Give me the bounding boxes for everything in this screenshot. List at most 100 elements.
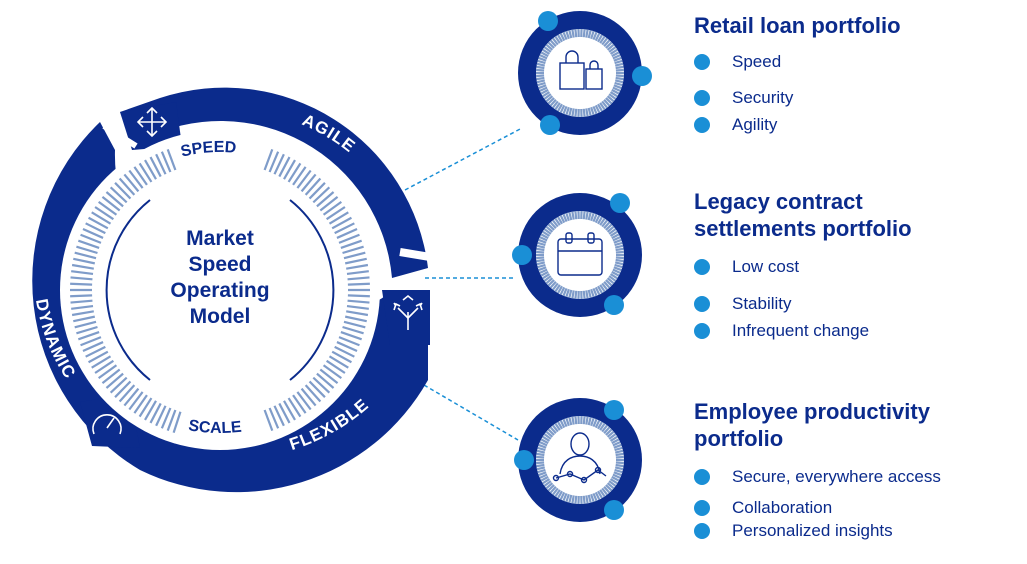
stripe — [263, 409, 274, 431]
stripe — [539, 54, 548, 60]
portfolio-bullets: Speed Security Agility — [694, 51, 1004, 136]
stripe — [540, 51, 549, 58]
stripe — [554, 489, 561, 498]
stripe — [312, 186, 331, 204]
stripe — [594, 32, 601, 42]
stripe — [536, 461, 545, 465]
portfolio-legacy: Legacy contract settlements portfolio Lo… — [694, 188, 984, 342]
stripe — [144, 159, 157, 180]
stripe — [606, 43, 615, 51]
stripe — [540, 475, 549, 482]
stripe — [292, 394, 307, 414]
stripe — [614, 263, 623, 269]
stripe — [536, 452, 545, 457]
stripe — [608, 46, 617, 53]
stripe — [554, 284, 561, 293]
stripe — [292, 166, 307, 186]
stripe — [536, 261, 546, 266]
stripe — [334, 222, 355, 235]
stripe — [545, 95, 554, 103]
stripe — [574, 211, 578, 220]
stripe — [80, 233, 102, 244]
stripe — [571, 495, 575, 504]
stripe — [172, 411, 182, 433]
stripe — [536, 244, 546, 249]
stripe — [613, 56, 622, 62]
stripe — [549, 39, 557, 47]
stripe — [537, 241, 546, 247]
stripe — [597, 103, 603, 112]
stripe — [322, 364, 342, 380]
stripe — [585, 495, 589, 504]
stripe — [543, 93, 552, 100]
bullet-item: Stability — [694, 293, 984, 315]
stripe — [138, 397, 153, 418]
stripe — [599, 422, 606, 431]
stripe — [155, 153, 167, 175]
stripe — [149, 156, 162, 178]
stripe — [82, 341, 104, 353]
stripe — [597, 421, 603, 430]
stripe — [615, 452, 624, 457]
stripe — [543, 433, 552, 440]
stripe — [278, 156, 291, 178]
stripe — [568, 289, 573, 298]
stripe — [594, 419, 601, 429]
portfolio-title: Retail loan portfolio — [694, 13, 901, 38]
stripe — [319, 195, 339, 212]
stripe — [608, 228, 617, 235]
stripe — [611, 233, 620, 240]
stripe — [615, 65, 624, 70]
stripe — [543, 275, 552, 282]
stripe — [565, 106, 570, 116]
stripe — [565, 212, 570, 222]
stripe — [74, 251, 97, 260]
badge-stripe-ring — [536, 210, 624, 300]
stripe — [609, 48, 618, 55]
bullet-item: Security — [694, 87, 1004, 109]
stripe — [71, 304, 94, 310]
stripe — [613, 266, 622, 272]
stripe — [587, 289, 592, 298]
stripe — [545, 43, 554, 51]
stripe — [334, 345, 355, 358]
stripe — [547, 223, 555, 231]
stripe — [344, 315, 367, 323]
stripe — [601, 424, 608, 433]
stripe — [603, 99, 611, 107]
stripe — [612, 236, 621, 242]
stripe — [554, 217, 561, 226]
stripe — [74, 320, 97, 329]
stripe — [123, 173, 140, 193]
stripe — [590, 493, 595, 503]
stripe — [609, 91, 618, 98]
stripe — [109, 186, 128, 204]
stripe — [609, 478, 618, 485]
stripe — [615, 247, 624, 252]
stripe — [537, 446, 546, 452]
stripe — [308, 380, 326, 398]
bullet-item: Speed — [694, 51, 1004, 73]
stripe — [585, 416, 589, 425]
stripe — [539, 441, 548, 447]
stripe — [554, 35, 561, 44]
stripe — [268, 407, 280, 429]
stripe — [562, 213, 568, 223]
stripe — [585, 290, 589, 299]
stripe — [612, 441, 621, 447]
bullet-text: Collaboration — [732, 498, 833, 517]
stripe — [536, 250, 545, 254]
stripe — [536, 463, 545, 468]
stripe — [304, 384, 322, 403]
stripe — [542, 230, 551, 237]
stripe — [599, 489, 606, 498]
stripe — [587, 494, 592, 503]
badge-stripe-ring — [536, 28, 624, 118]
portfolio-bullets: Low cost Stability Infrequent change — [694, 256, 984, 342]
stripe — [608, 433, 617, 440]
stripe — [592, 492, 598, 502]
stripe — [568, 494, 573, 503]
stripe — [118, 177, 136, 196]
stripe — [554, 102, 561, 111]
